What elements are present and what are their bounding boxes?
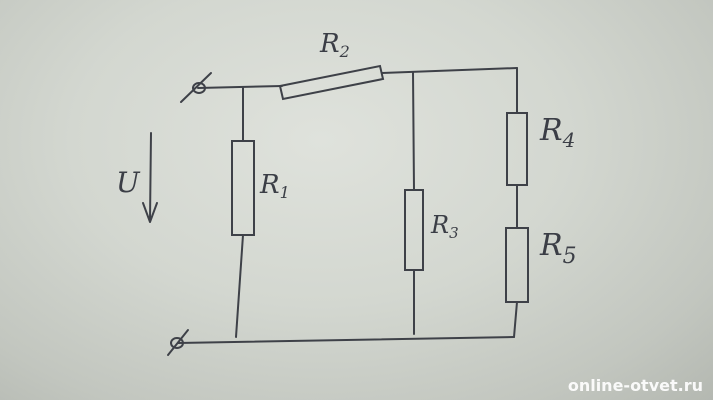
terminal-bottom-icon xyxy=(167,329,189,356)
wire-top-left xyxy=(197,85,283,89)
resistor-r1 xyxy=(231,140,255,236)
resistor-r2 xyxy=(278,64,385,101)
wire-bottom xyxy=(177,336,515,344)
wire-r3-top xyxy=(412,71,415,191)
label-r5: R5 xyxy=(539,228,577,269)
resistor-r4 xyxy=(506,112,528,186)
wire-r5-bottom xyxy=(513,301,518,338)
label-r1: R1 xyxy=(259,170,290,202)
label-r3: R3 xyxy=(430,211,459,242)
wire-r1-bottom xyxy=(235,234,244,338)
label-r4: R4 xyxy=(539,113,575,152)
label-r2: R2 xyxy=(319,29,350,61)
resistor-r3 xyxy=(404,189,424,271)
wire-top-right xyxy=(381,67,518,74)
voltage-arrow-icon xyxy=(142,132,158,223)
voltage-label: U xyxy=(116,166,141,199)
watermark-text: online-otvet.ru xyxy=(568,376,703,395)
resistor-r5 xyxy=(505,227,529,303)
terminal-top-icon xyxy=(180,72,212,103)
